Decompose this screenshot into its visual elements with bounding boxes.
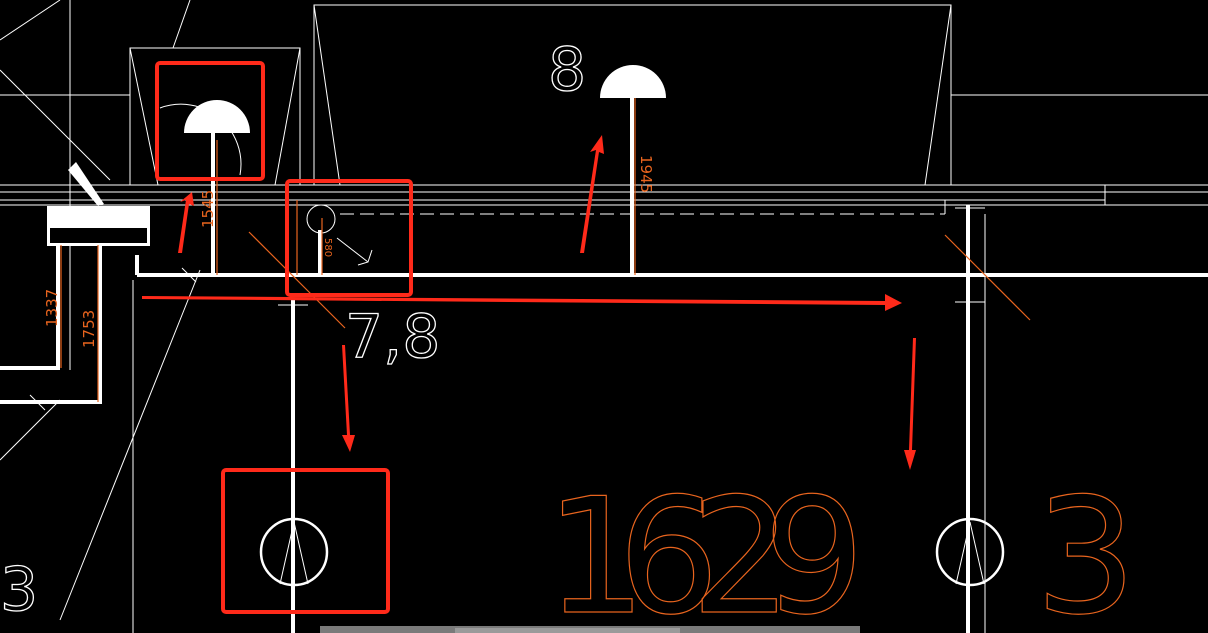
fixture-circle-small[interactable]	[306, 204, 336, 234]
lamp-fixture-left[interactable]	[159, 100, 250, 176]
annotation-arrows	[142, 135, 916, 470]
dimension-1545: 1545	[199, 190, 217, 228]
scrollbar-thumb[interactable]	[455, 628, 680, 633]
label-1629: 1629	[545, 463, 865, 633]
label-3-right: 3	[1035, 463, 1137, 633]
lamp-fixture-8[interactable]	[600, 65, 666, 98]
label-7-8: 7,8	[345, 302, 440, 372]
dimension-1945: 1945	[637, 155, 655, 193]
column-symbol-left[interactable]	[259, 517, 329, 587]
dimension-580: 580	[322, 238, 333, 257]
dimension-1753: 1753	[80, 310, 98, 348]
annotation-boxes	[155, 61, 413, 614]
dimension-1337: 1337	[43, 289, 61, 327]
label-8: 8	[548, 35, 586, 105]
dimension-lines	[60, 98, 1031, 402]
column-symbol-right[interactable]	[935, 517, 1005, 587]
label-3-left: 3	[0, 555, 38, 625]
